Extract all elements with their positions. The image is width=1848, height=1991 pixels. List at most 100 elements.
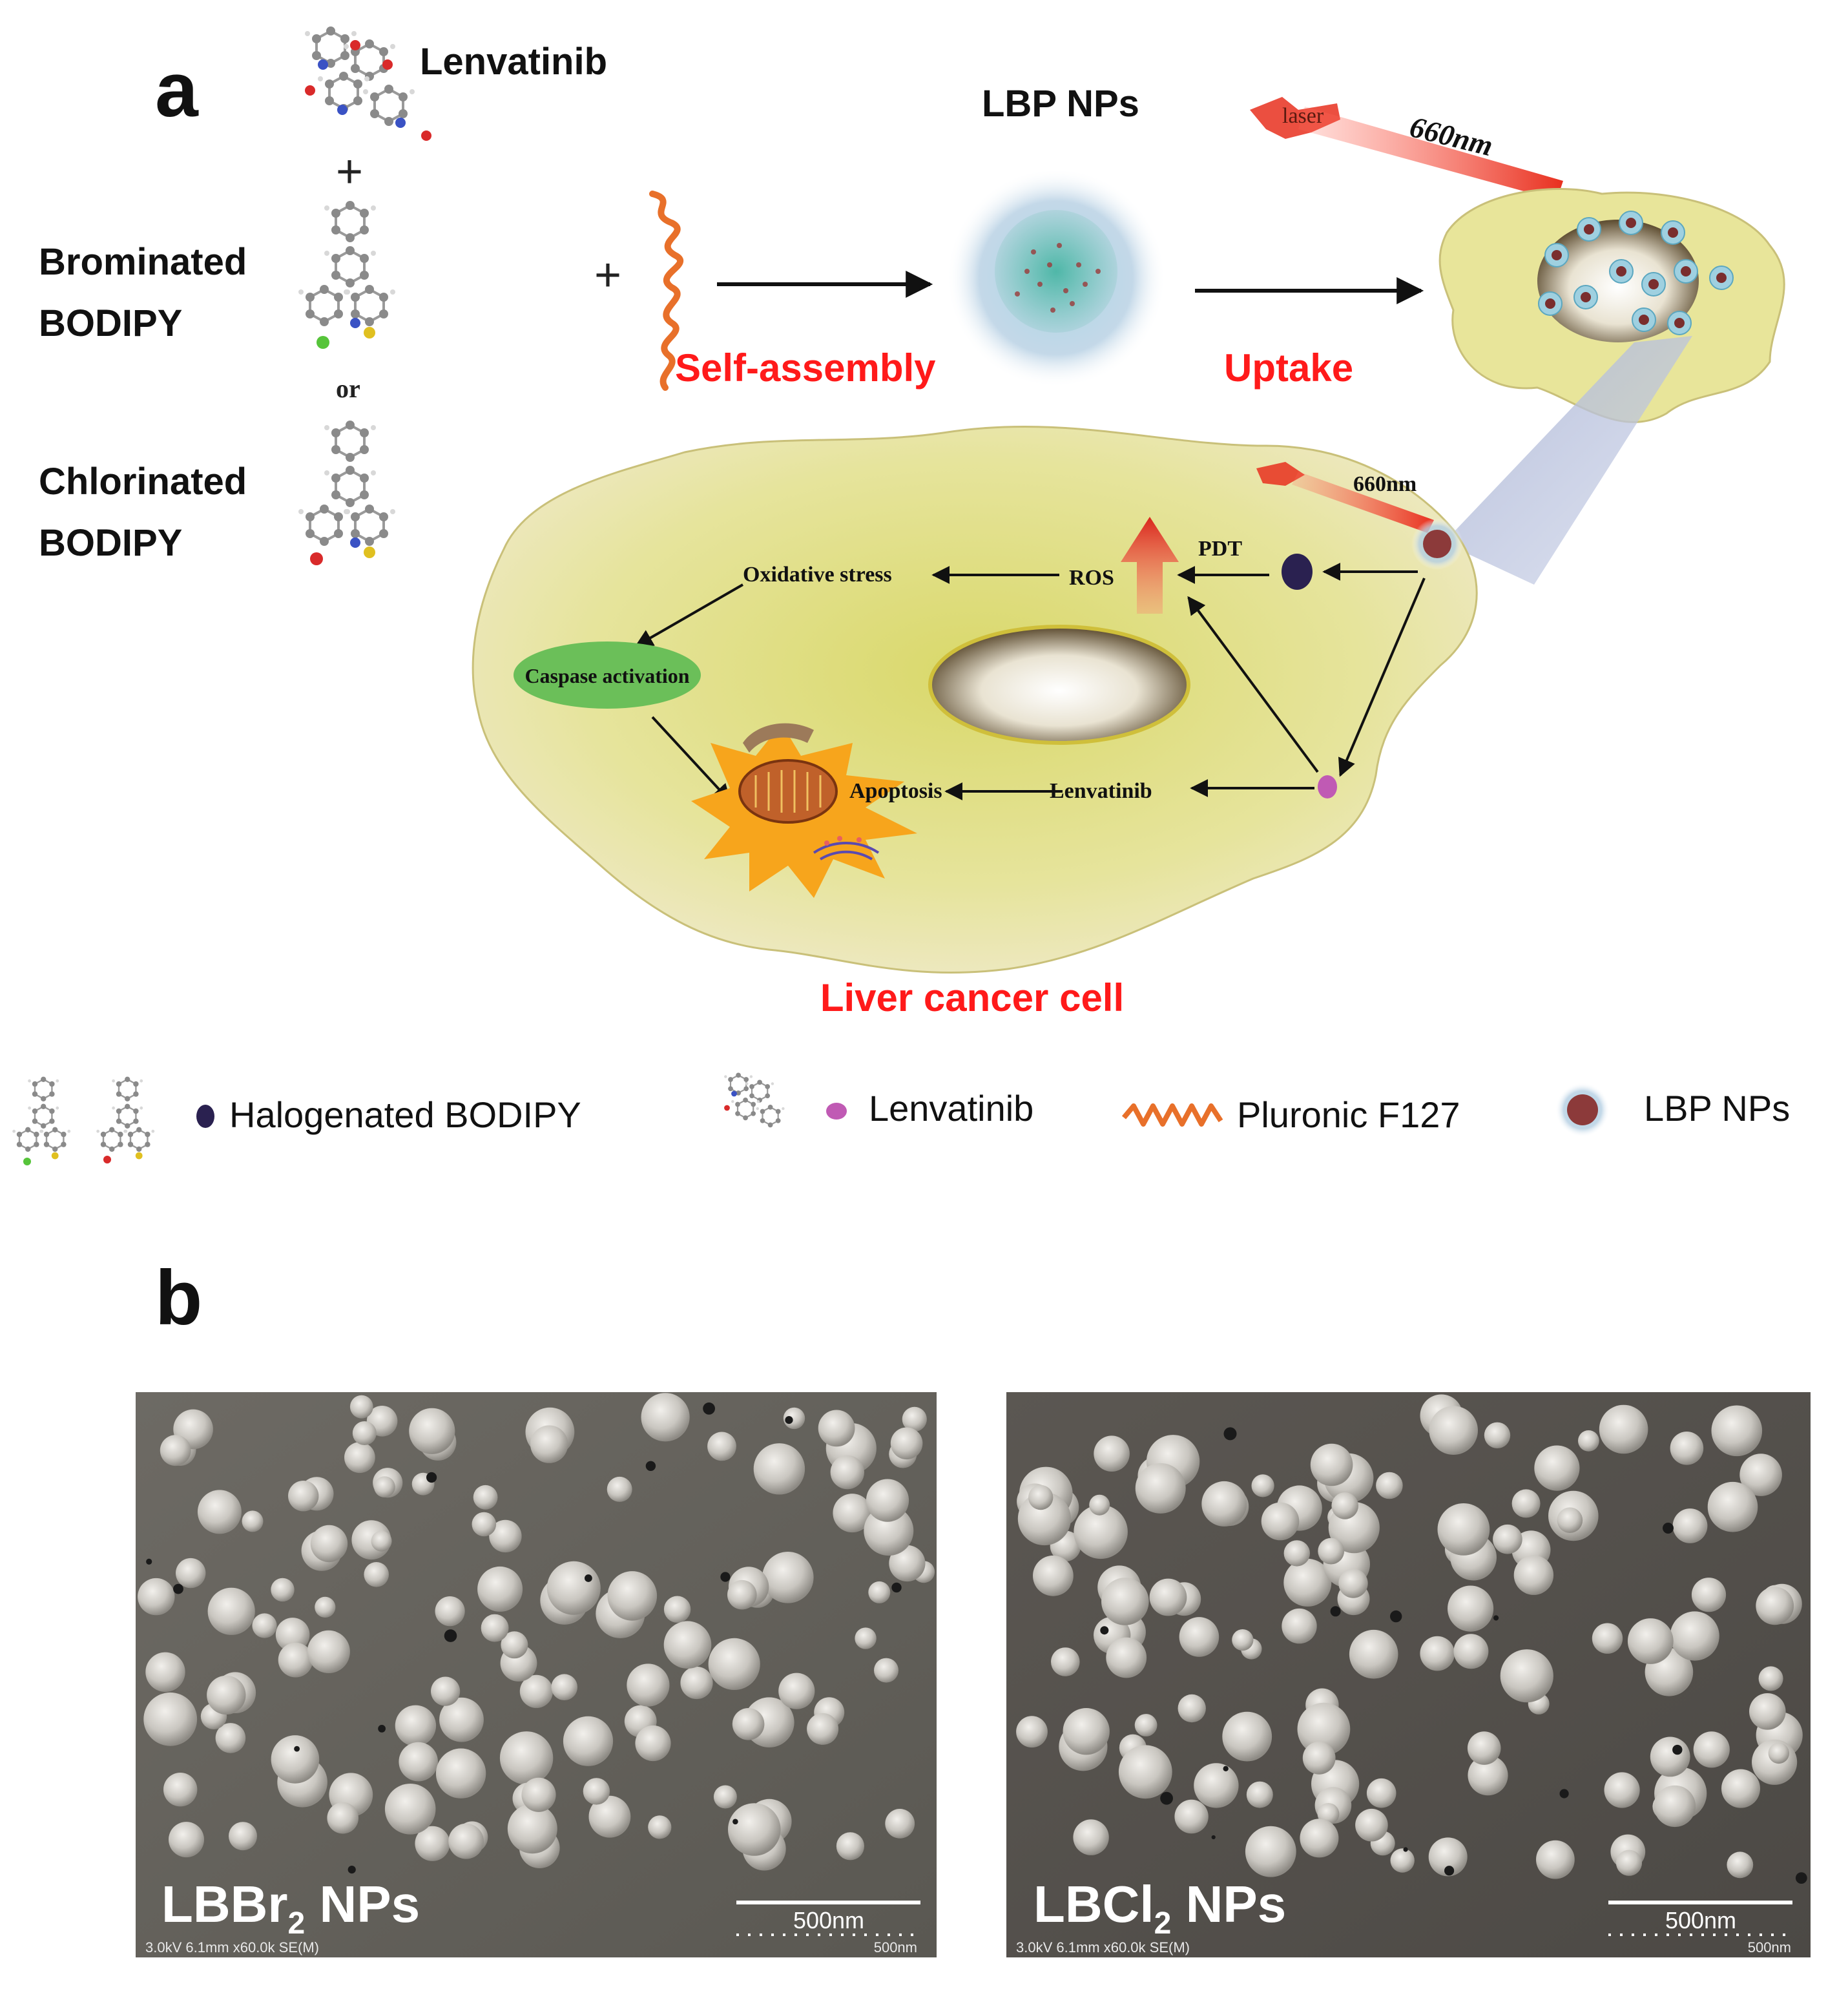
laser-label: laser bbox=[1282, 104, 1324, 128]
sem-particle bbox=[163, 1773, 198, 1807]
sem-particle bbox=[1283, 1558, 1332, 1607]
uptake-label: Uptake bbox=[1224, 346, 1353, 390]
sem-particle bbox=[145, 1652, 185, 1692]
sem-footer-left-scale: 500nm bbox=[874, 1939, 917, 1955]
sem-particle bbox=[395, 1705, 437, 1746]
sem-particle bbox=[627, 1663, 670, 1707]
bodipy-dot bbox=[1282, 554, 1313, 590]
sem-particle bbox=[1283, 1540, 1311, 1567]
pluronic-legend-icon bbox=[1121, 1103, 1223, 1127]
self-assembly-label: Self-assembly bbox=[675, 346, 936, 390]
sem-pore bbox=[1223, 1427, 1237, 1441]
pdt-label: PDT bbox=[1198, 537, 1242, 561]
sem-particle bbox=[1063, 1708, 1110, 1755]
legend-bodipy-dot bbox=[196, 1105, 214, 1128]
sem-particle bbox=[1017, 1492, 1071, 1546]
caspase-label: Caspase activation bbox=[524, 664, 689, 687]
sem-pore bbox=[426, 1472, 437, 1483]
pathway-arrows bbox=[634, 563, 1426, 803]
sem-particle bbox=[1693, 1731, 1730, 1768]
zoom-beam bbox=[1444, 336, 1692, 585]
sem-particle bbox=[1437, 1503, 1490, 1556]
plus-sign-1: + bbox=[336, 146, 363, 198]
sem-particle bbox=[1511, 1489, 1541, 1518]
sem-particle bbox=[707, 1432, 736, 1461]
sem-pore bbox=[294, 1746, 300, 1752]
sem-particle bbox=[409, 1408, 455, 1454]
sem-pore bbox=[1100, 1626, 1109, 1635]
scale-label-right: 500nm bbox=[1665, 1907, 1736, 1934]
sem-particle bbox=[1300, 1819, 1339, 1858]
sem-particle bbox=[1453, 1634, 1489, 1669]
sem-particle bbox=[197, 1490, 242, 1534]
sem-pore bbox=[1330, 1606, 1341, 1617]
sem-particle bbox=[507, 1804, 557, 1854]
sem-particle bbox=[371, 1530, 392, 1552]
sem-particle bbox=[1711, 1405, 1763, 1457]
sem-pore bbox=[1493, 1615, 1499, 1621]
sem-particle bbox=[1310, 1443, 1353, 1486]
sem-particle bbox=[889, 1545, 926, 1582]
sem-particle bbox=[1232, 1629, 1254, 1651]
sem-particle bbox=[732, 1708, 765, 1740]
sem-particle bbox=[1302, 1741, 1336, 1775]
sem-particle bbox=[1089, 1494, 1110, 1516]
or-label: or bbox=[336, 374, 360, 403]
sem-particle bbox=[1627, 1618, 1674, 1664]
sem-particle bbox=[546, 1561, 601, 1615]
sem-particle bbox=[1493, 1524, 1522, 1554]
sem-particle bbox=[1118, 1745, 1172, 1799]
sem-particle bbox=[807, 1713, 839, 1745]
sem-particle bbox=[384, 1784, 436, 1835]
sem-particle bbox=[1758, 1666, 1783, 1691]
sem-particle bbox=[431, 1676, 461, 1706]
sem-particle bbox=[1691, 1578, 1727, 1612]
panel-a: a Lenvatinib + Brominated bbox=[11, 25, 1790, 1165]
sem-pore bbox=[444, 1629, 457, 1642]
sem-particle bbox=[1074, 1505, 1128, 1559]
sem-pore bbox=[720, 1572, 731, 1582]
sem-particle bbox=[728, 1803, 781, 1856]
laser-small-icon bbox=[1256, 462, 1434, 533]
sem-particle bbox=[271, 1735, 320, 1784]
sem-particle bbox=[1135, 1463, 1186, 1514]
sem-particle bbox=[315, 1596, 336, 1618]
sem-particle bbox=[868, 1581, 891, 1603]
apoptosis-label: Apoptosis bbox=[849, 779, 942, 803]
sem-particle bbox=[1178, 1694, 1206, 1723]
sem-particle bbox=[1592, 1623, 1623, 1654]
sem-particle bbox=[1376, 1472, 1403, 1499]
sem-pore bbox=[1559, 1789, 1569, 1798]
oxidative-stress-label: Oxidative stress bbox=[743, 563, 892, 587]
sem-pore bbox=[1444, 1866, 1455, 1876]
sem-particle bbox=[349, 1395, 373, 1419]
legend-lenvatinib: Lenvatinib bbox=[869, 1088, 1033, 1129]
sem-particle bbox=[472, 1512, 497, 1537]
panel-b: b LBBr2 NPs 500nm 3.0kV 6.1mm x60.0k SE(… bbox=[136, 1255, 1811, 1957]
sem-particle bbox=[275, 1618, 310, 1652]
sem-particle bbox=[435, 1596, 465, 1627]
sem-particle bbox=[1251, 1474, 1274, 1497]
sem-particle bbox=[833, 1494, 872, 1533]
sem-particles-right bbox=[1016, 1394, 1807, 1884]
sem-footer-right-scale: 500nm bbox=[1748, 1939, 1791, 1955]
sem-particle bbox=[1149, 1578, 1187, 1616]
sem-particle bbox=[481, 1614, 509, 1642]
lenvatinib-cell-label: Lenvatinib bbox=[1050, 779, 1152, 803]
sem-particle bbox=[1536, 1840, 1575, 1879]
sem-particle bbox=[1246, 1781, 1273, 1808]
sem-particle bbox=[1534, 1445, 1580, 1491]
sem-pore bbox=[1390, 1610, 1402, 1623]
sem-pore bbox=[645, 1461, 656, 1471]
sem-particle bbox=[1420, 1636, 1455, 1671]
sem-pore bbox=[1160, 1791, 1173, 1805]
sem-particle bbox=[563, 1716, 614, 1766]
sem-pore bbox=[1663, 1523, 1674, 1534]
sem-particle bbox=[352, 1421, 377, 1445]
sem-footer-left-info: 3.0kV 6.1mm x60.0k SE(M) bbox=[145, 1939, 319, 1955]
scale-label-left: 500nm bbox=[793, 1907, 864, 1934]
sem-particle bbox=[399, 1742, 438, 1782]
legend-lenvatinib-dot bbox=[826, 1103, 847, 1120]
sem-image-right: LBCl2 NPs 500nm 3.0kV 6.1mm x60.0k SE(M)… bbox=[1006, 1392, 1811, 1957]
sem-pore bbox=[1211, 1835, 1216, 1840]
